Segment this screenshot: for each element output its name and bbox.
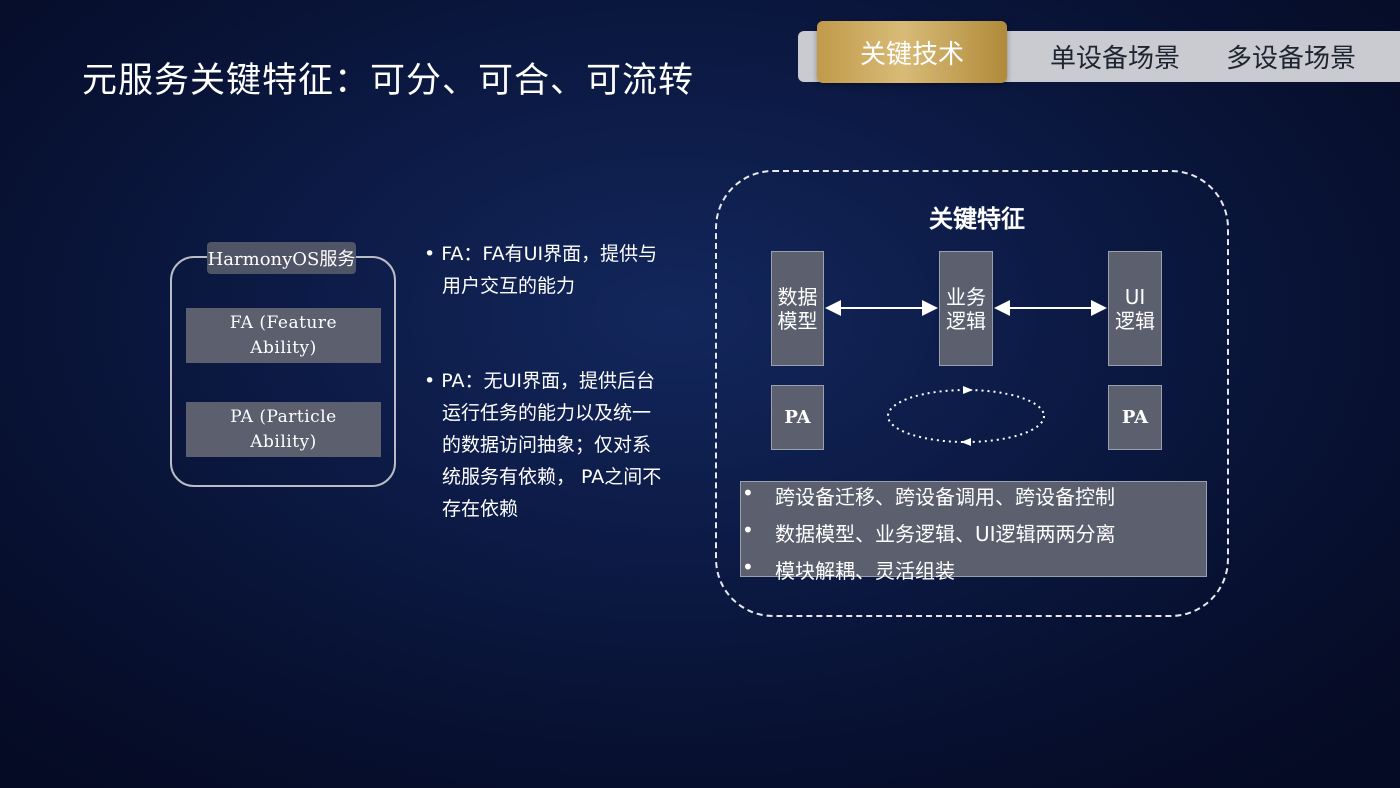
pa-description-line: 运行任务的能力以及统一	[442, 402, 652, 424]
cycle-arrowhead-bottom	[961, 438, 971, 446]
pa-description: • PA：无UI界面，提供后台 运行任务的能力以及统一 的数据访问抽象；仅对系 …	[424, 365, 661, 525]
module-line: 模型	[777, 308, 818, 333]
business-logic-module: 业务逻辑	[939, 251, 993, 366]
fa-box-line1: FA (Feature	[229, 312, 338, 333]
module-line: 数据	[777, 284, 818, 309]
pa-left-box: PA	[771, 385, 824, 450]
fa-description-line: 用户交互的能力	[442, 275, 576, 297]
tab-key-tech[interactable]: 关键技术	[817, 21, 1007, 83]
module-line: 逻辑	[946, 308, 986, 333]
fa-description: • FA：FA有UI界面，提供与 用户交互的能力	[424, 238, 657, 302]
tab-multi-device[interactable]: 多设备场景	[1225, 44, 1356, 74]
pa-description-line: • PA：无UI界面，提供后台	[424, 370, 655, 392]
page-title: 元服务关键特征：可分、可合、可流转	[82, 61, 695, 101]
fa-box-line2: Ability)	[250, 337, 317, 358]
module-line: 逻辑	[1115, 308, 1155, 333]
data-model-module: 数据模型	[771, 251, 824, 366]
fa-box: FA (Feature Ability)	[186, 308, 381, 363]
key-features-panel	[715, 170, 1229, 617]
fa-description-line: • FA：FA有UI界面，提供与	[424, 243, 658, 265]
list-item: 跨设备迁移、跨设备调用、跨设备控制	[775, 485, 1115, 509]
diagram-connectors	[825, 300, 1107, 446]
tab-single-device[interactable]: 单设备场景	[1049, 44, 1180, 74]
features-list-box	[740, 481, 1207, 577]
list-bullet: •	[742, 481, 754, 505]
pa-box-line2: Ability)	[250, 431, 317, 452]
list-bullet: •	[742, 518, 754, 542]
pa-box-line1: PA (Particle	[230, 406, 337, 427]
list-item: 数据模型、业务逻辑、UI逻辑两两分离	[775, 522, 1116, 546]
pa-description-line: 存在依赖	[442, 498, 519, 520]
flow-cycle-icon	[887, 389, 1045, 443]
list-item: 模块解耦、灵活组装	[775, 559, 955, 583]
module-line: UI	[1124, 284, 1146, 309]
pa-right-box: PA	[1108, 385, 1162, 450]
key-features-title: 关键特征	[929, 205, 1025, 233]
list-bullet: •	[742, 555, 754, 579]
pa-box: PA (Particle Ability)	[186, 402, 381, 457]
harmonyos-service-label: HarmonyOS服务	[207, 242, 356, 274]
pa-description-line: 统服务有依赖， PA之间不	[442, 466, 662, 488]
pa-description-line: 的数据访问抽象；仅对系	[442, 434, 652, 456]
module-line: 业务	[946, 284, 986, 309]
cycle-arrowhead-top	[963, 386, 973, 394]
